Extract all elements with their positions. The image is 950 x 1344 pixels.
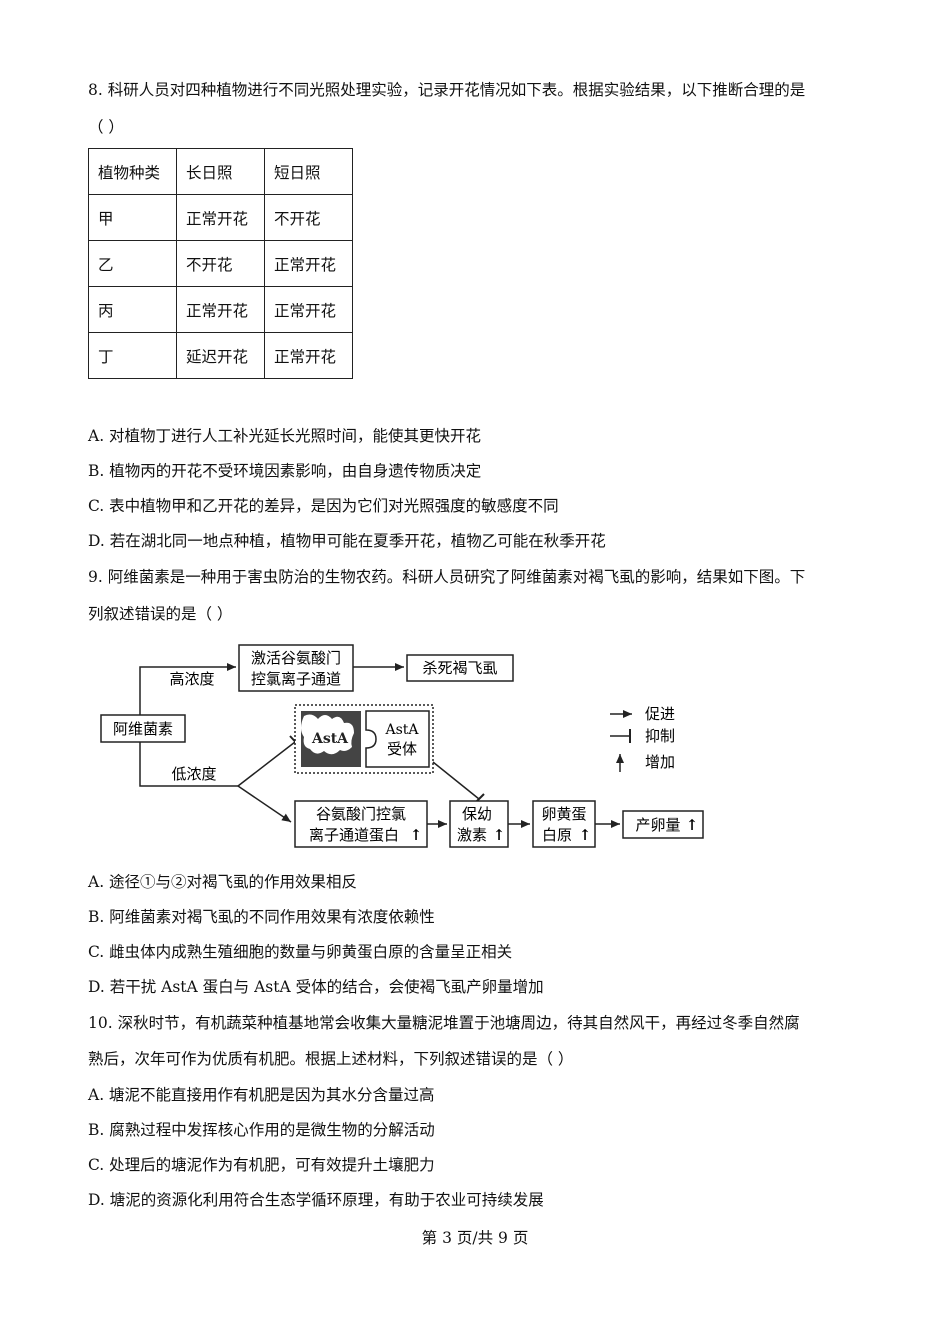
q8-option-d: D. 若在湖北同一地点种植，植物甲可能在夏季开花，植物乙可能在秋季开花: [88, 532, 606, 550]
high-conc-arrow: [139, 663, 236, 715]
high-conc-label: 高浓度: [169, 670, 214, 688]
kill-label: 杀死褐飞虱: [422, 659, 497, 677]
asta-label: AstA: [311, 731, 349, 747]
table-cell: 乙: [88, 240, 177, 287]
table-row: 甲 正常开花 不开花: [88, 194, 353, 241]
promote-channel-arrow: [237, 785, 292, 823]
juvenile-line2: 激素: [457, 826, 487, 844]
table-cell: 延迟开花: [176, 332, 265, 379]
activate-channel-box: [238, 644, 354, 692]
table-cell: 丙: [88, 286, 177, 333]
page-footer: 第 3 页/共 9 页: [421, 1229, 529, 1247]
q10-stem-line1: 10. 深秋时节，有机蔬菜种植基地常会收集大量糖泥堆置于池塘周边，待其自然风干，…: [88, 1014, 800, 1032]
q10-stem-line2: 熟后，次年可作为优质有机肥。根据上述材料，下列叙述错误的是（ ）: [88, 1050, 574, 1068]
q10-option-b: B. 腐熟过程中发挥核心作用的是微生物的分解活动: [88, 1121, 435, 1139]
q9-stem-line1: 9. 阿维菌素是一种用于害虫防治的生物农药。科研人员研究了阿维菌素对褐飞虱的影响…: [88, 568, 806, 586]
q10-option-a: A. 塘泥不能直接用作有机肥是因为其水分含量过高: [88, 1086, 435, 1104]
avermectin-box: [100, 714, 186, 743]
vitellogenin-line1: 卵黄蛋: [541, 805, 586, 823]
avermectin-label: 阿维菌素: [113, 720, 173, 738]
table-header-row: 植物种类 长日照 短日照: [88, 148, 353, 195]
egg-production-label: 产卵量: [635, 816, 680, 834]
activate-channel-line2: 控氯离子通道: [251, 670, 341, 688]
q9-option-d: D. 若干扰 AstA 蛋白与 AstA 受体的结合，会使褐飞虱产卵量增加: [88, 978, 544, 996]
inhibit-asta-line: [237, 741, 296, 787]
legend-promote-label: 促进: [645, 705, 675, 723]
vitellogenin-line2: 白原: [542, 826, 572, 844]
table-row: 丁 延迟开花 正常开花: [88, 332, 353, 379]
q8-table: 植物种类 长日照 短日照 甲 正常开花 不开花 乙 不开花 正常开花 丙 正常开…: [88, 148, 353, 379]
legend-increase-label: 增加: [645, 753, 675, 771]
table-cell: 正常开花: [264, 286, 353, 333]
table-header-cell: 植物种类: [88, 148, 177, 195]
legend-inhibit-label: 抑制: [645, 727, 675, 745]
table-header-cell: 长日照: [176, 148, 265, 195]
asta-protein-shape: [301, 714, 354, 755]
glu-channel-up-icon: ↑: [410, 826, 423, 844]
glu-channel-line1: 谷氨酸门控氯: [316, 805, 406, 823]
q10-option-d: D. 塘泥的资源化利用符合生态学循环原理，有助于农业可持续发展: [88, 1191, 544, 1209]
juvenile-hormone-box: [449, 800, 509, 848]
table-cell: 甲: [88, 194, 177, 241]
q9-option-c: C. 雌虫体内成熟生殖细胞的数量与卵黄蛋白原的含量呈正相关: [88, 943, 513, 961]
table-cell: 不开花: [264, 194, 353, 241]
low-conc-line: [139, 742, 238, 787]
vitellogenin-up-icon: ↑: [579, 826, 592, 844]
q9-stem-line2: 列叙述错误的是（ ）: [88, 605, 233, 623]
receptor-line2: 受体: [387, 740, 417, 758]
inhibit-juvenile-line: [432, 761, 480, 800]
low-conc-label: 低浓度: [171, 765, 216, 783]
table-cell: 正常开花: [176, 286, 265, 333]
table-cell: 正常开花: [176, 194, 265, 241]
activate-channel-line1: 激活谷氨酸门: [251, 649, 341, 667]
glu-channel-line2: 离子通道蛋白: [309, 826, 399, 844]
table-row: 乙 不开花 正常开花: [88, 240, 353, 287]
q8-answer-paren: （ ）: [88, 118, 124, 136]
juvenile-line1: 保幼: [462, 805, 492, 823]
q8-option-c: C. 表中植物甲和乙开花的差异，是因为它们对光照强度的敏感度不同: [88, 497, 559, 515]
asta-receptor-shape: [365, 710, 430, 768]
egg-production-box: [622, 810, 704, 839]
table-cell: 正常开花: [264, 240, 353, 287]
egg-production-up-icon: ↑: [686, 816, 699, 834]
receptor-line1: AstA: [384, 722, 419, 738]
q9-diagram: 阿维菌素 高浓度 激活谷氨酸门 控氯离子通道 杀死褐飞虱 低浓度 AstA As…: [100, 644, 704, 848]
table-cell: 正常开花: [264, 332, 353, 379]
q8-option-b: B. 植物丙的开花不受环境因素影响，由自身遗传物质决定: [88, 462, 482, 480]
kill-box: [406, 654, 514, 682]
q9-option-b: B. 阿维菌素对褐飞虱的不同作用效果有浓度依赖性: [88, 908, 435, 926]
q9-option-a: A. 途径①与②对褐飞虱的作用效果相反: [88, 873, 358, 891]
q10-option-c: C. 处理后的塘泥作为有机肥，可有效提升土壤肥力: [88, 1156, 435, 1174]
table-cell: 不开花: [176, 240, 265, 287]
table-header-cell: 短日照: [264, 148, 353, 195]
q8-stem: 8. 科研人员对四种植物进行不同光照处理实验，记录开花情况如下表。根据实验结果，…: [88, 81, 806, 99]
q8-option-a: A. 对植物丁进行人工补光延长光照时间，能使其更快开花: [88, 427, 482, 445]
juvenile-up-icon: ↑: [493, 826, 506, 844]
table-cell: 丁: [88, 332, 177, 379]
table-row: 丙 正常开花 正常开花: [88, 286, 353, 333]
